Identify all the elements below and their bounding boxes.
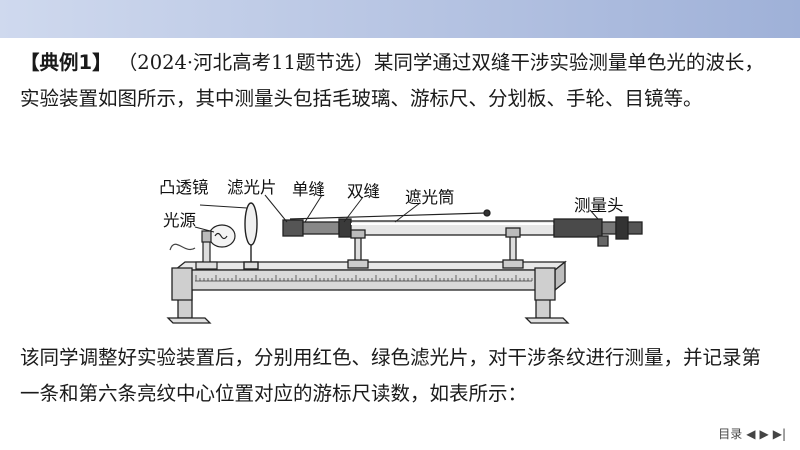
prev-icon[interactable]: ◀ bbox=[746, 426, 756, 441]
label-double-slit: 双缝 bbox=[347, 182, 380, 201]
example-body: 某同学通过双缝干涉实验测量单色光的波长，实验装置如图所示，其中测量头包括毛玻璃、… bbox=[20, 51, 764, 110]
convex-lens-icon bbox=[243, 202, 259, 270]
optical-bench bbox=[166, 260, 570, 324]
shade-tube bbox=[282, 209, 555, 269]
toc-link[interactable]: 目录 bbox=[718, 427, 743, 441]
label-pointers bbox=[194, 194, 599, 233]
title-bar bbox=[0, 0, 800, 38]
result-paragraph: 该同学调整好实验装置后，分别用红色、绿色滤光片，对干涉条纹进行测量，并记录第一条… bbox=[20, 346, 762, 405]
label-single-slit: 单缝 bbox=[292, 180, 325, 199]
label-filter: 滤光片 bbox=[227, 178, 277, 197]
example-tag: 【典例1】 bbox=[20, 51, 112, 74]
bench-scale bbox=[195, 275, 533, 282]
example-paragraph: 【典例1】 （2024·河北高考11题节选）某同学通过双缝干涉实验测量单色光的波… bbox=[20, 45, 780, 117]
label-convex-lens: 凸透镜 bbox=[159, 178, 209, 197]
example-source: （2024·河北高考11题节选） bbox=[117, 51, 374, 74]
label-shade-tube: 遮光筒 bbox=[405, 188, 455, 207]
label-light-source: 光源 bbox=[163, 211, 196, 230]
last-page-icon[interactable]: ▶| bbox=[772, 426, 786, 441]
slide-nav: 目录 ◀ ▶ ▶| bbox=[718, 425, 786, 442]
measuring-head bbox=[553, 216, 643, 247]
next-icon[interactable]: ▶ bbox=[759, 426, 769, 441]
label-measuring-head: 测量头 bbox=[574, 196, 624, 215]
light-bulb-icon bbox=[201, 224, 236, 248]
